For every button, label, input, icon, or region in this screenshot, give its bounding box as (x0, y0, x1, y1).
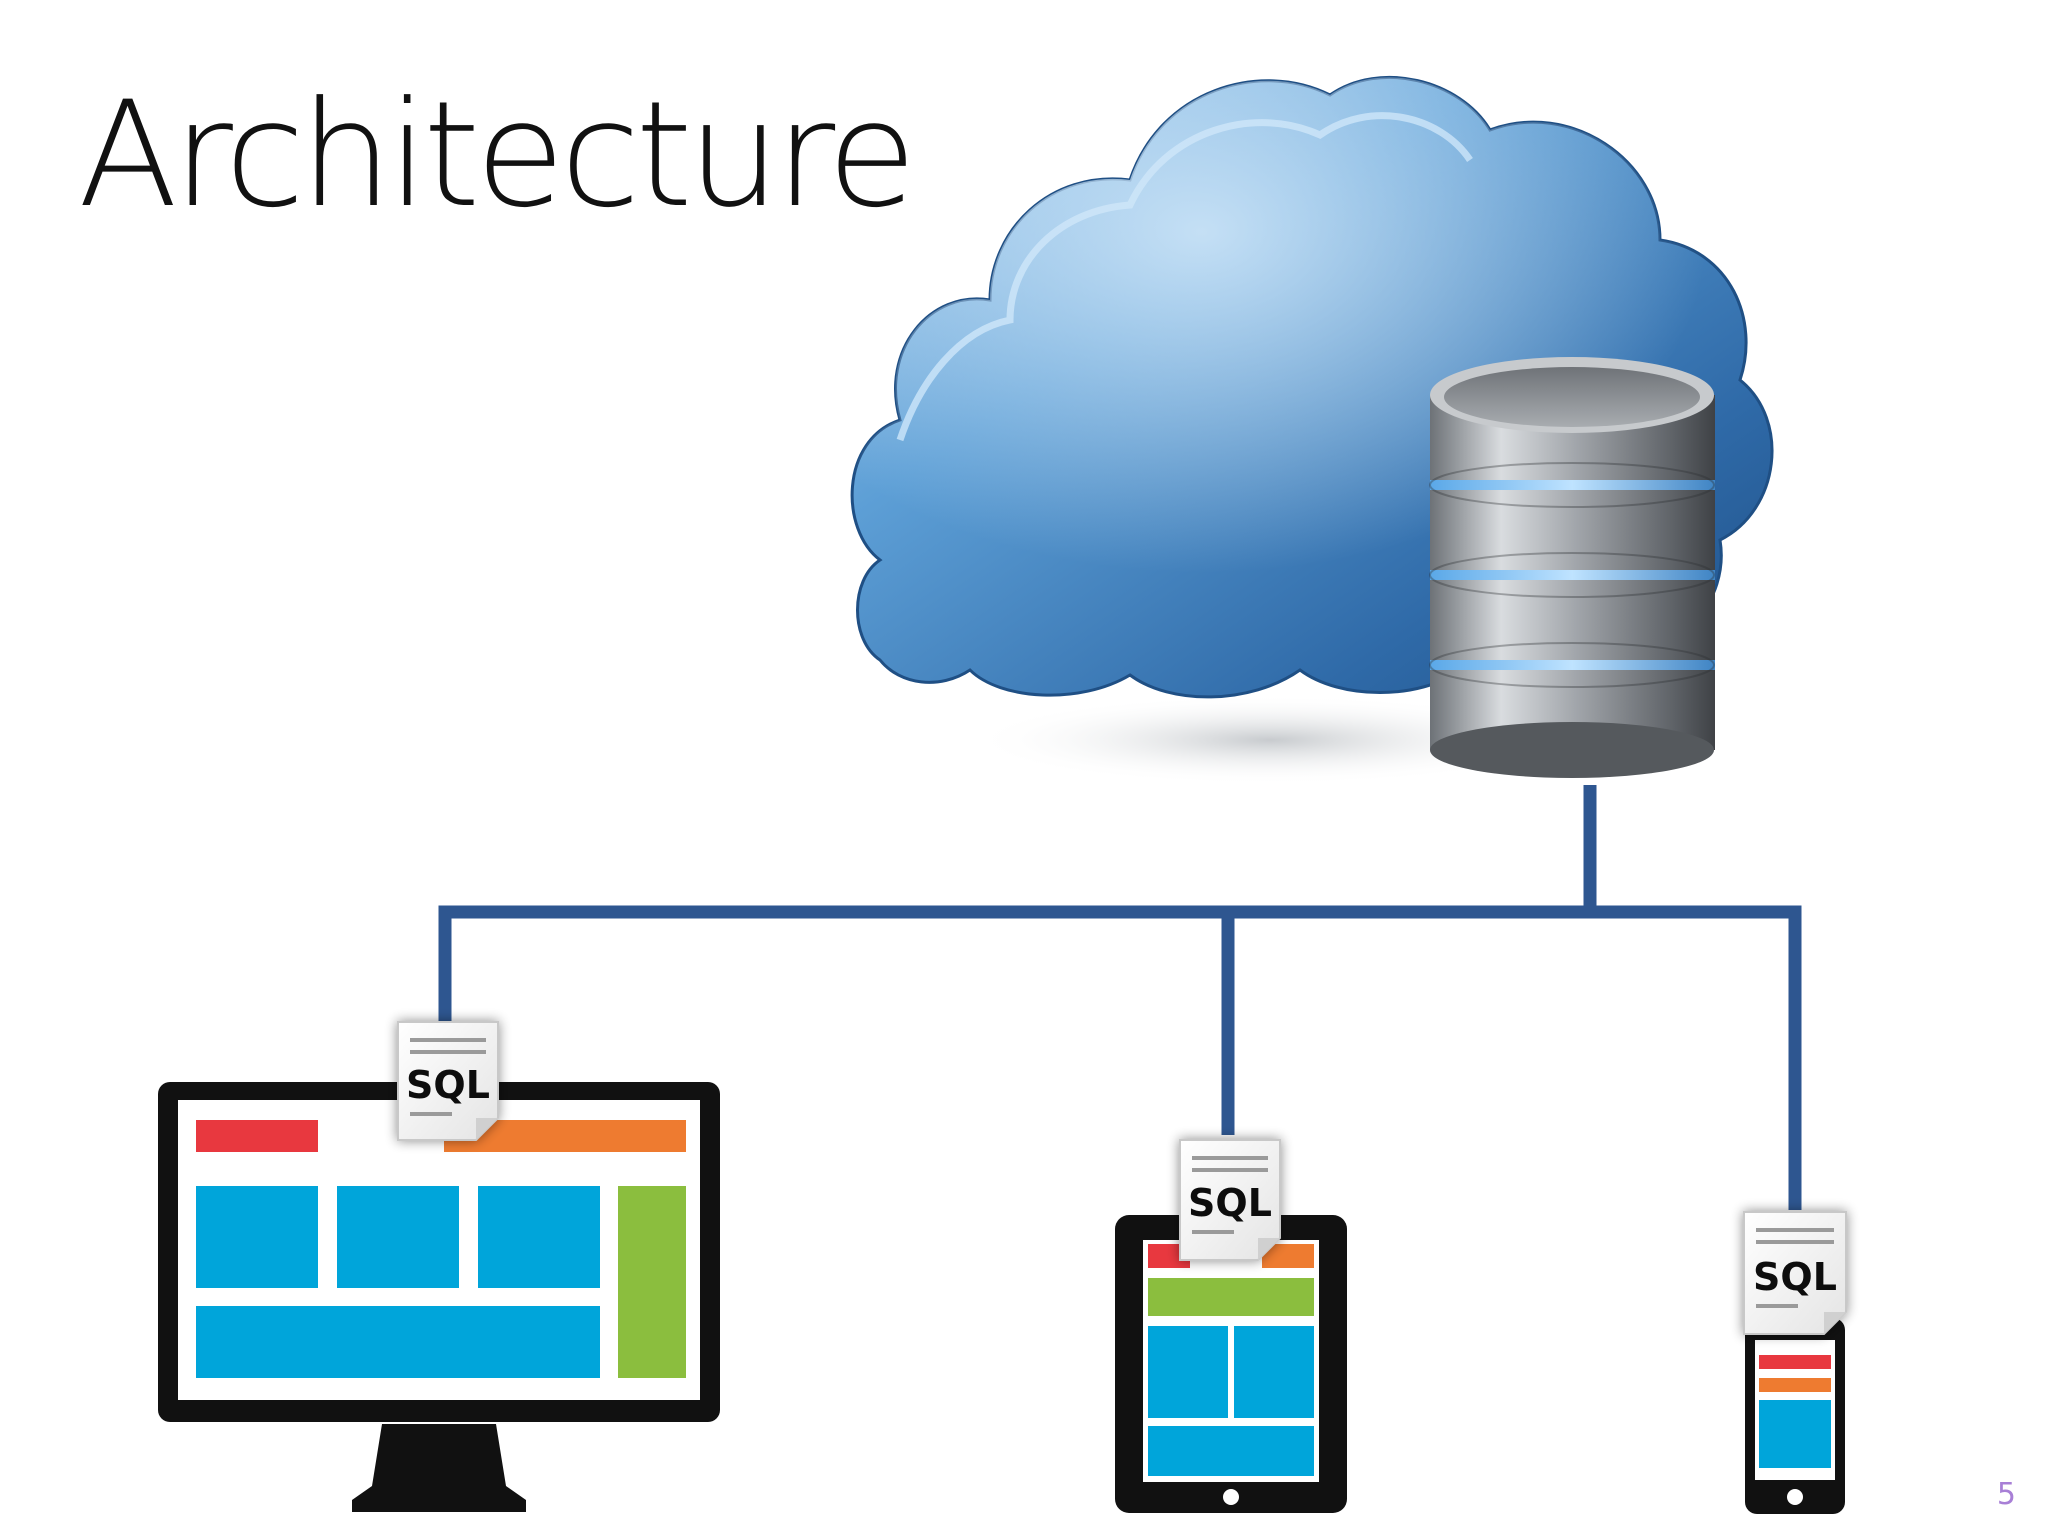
sql-document-icon: SQL (1180, 1140, 1280, 1260)
sql-document-icon: SQL (1744, 1212, 1846, 1334)
sql-label: SQL (1753, 1255, 1837, 1299)
sql-label: SQL (406, 1063, 490, 1107)
sql-label: SQL (1188, 1181, 1272, 1225)
smartphone-icon (1745, 1318, 1845, 1514)
sql-document-icon: SQL (398, 1022, 498, 1140)
cloud-database-icon (852, 77, 1772, 785)
page-number: 5 (1997, 1477, 2016, 1512)
desktop-monitor-icon (158, 1082, 720, 1512)
